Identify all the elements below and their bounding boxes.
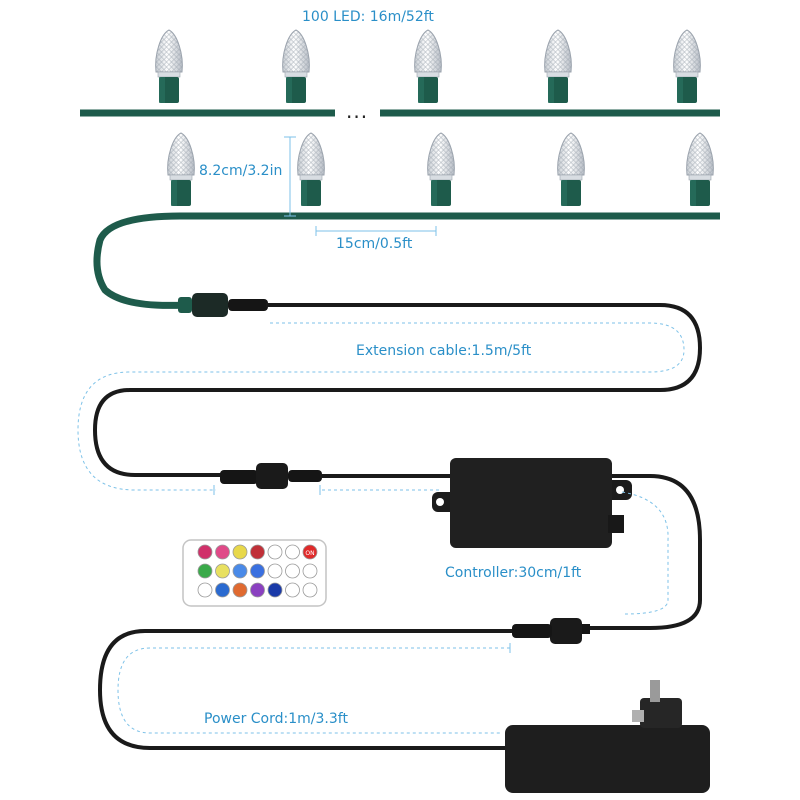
remote-button xyxy=(285,544,300,560)
connector-3 xyxy=(512,618,590,644)
led-bulb xyxy=(167,132,195,207)
remote-button xyxy=(285,582,300,598)
remote-button xyxy=(285,563,300,579)
remote-power-text: ON xyxy=(305,550,314,557)
led-bulb xyxy=(673,29,701,104)
remote-button xyxy=(250,563,265,579)
power-cord xyxy=(98,629,512,750)
remote-button xyxy=(302,582,318,598)
remote-button xyxy=(215,544,230,560)
bulb-spacing-label: 15cm/0.5ft xyxy=(336,236,413,252)
power-cord-guide xyxy=(117,647,510,734)
remote-button xyxy=(232,582,248,598)
remote-button xyxy=(267,582,283,598)
remote-button xyxy=(250,582,265,598)
bulb-spacing-dimension xyxy=(315,226,437,236)
connector-2 xyxy=(220,463,322,489)
led-string-row-1 xyxy=(80,29,720,117)
extension-cable-guide xyxy=(77,322,685,491)
remote-button xyxy=(267,544,283,560)
remote-button xyxy=(302,544,318,560)
remote-button-grid: ON xyxy=(197,544,318,598)
power-cord-label: Power Cord:1m/3.3ft xyxy=(204,711,348,727)
led-bulb xyxy=(427,132,455,207)
led-bulb xyxy=(282,29,310,104)
wire-break-ellipsis: ... xyxy=(346,99,369,123)
led-string-row-2 xyxy=(93,132,720,309)
led-bulb xyxy=(297,132,325,207)
remote-control: ON xyxy=(182,539,327,607)
extension-cable-label: Extension cable:1.5m/5ft xyxy=(356,343,532,359)
remote-button xyxy=(215,563,230,579)
remote-button xyxy=(197,544,213,560)
led-bulb xyxy=(557,132,585,207)
remote-button xyxy=(232,563,248,579)
remote-button xyxy=(215,582,230,598)
led-bulb xyxy=(155,29,183,104)
remote-button xyxy=(250,544,265,560)
led-count-label: 100 LED: 16m/52ft xyxy=(302,9,434,25)
controller-cable-guide xyxy=(621,491,669,615)
controller-box xyxy=(432,458,632,548)
remote-button xyxy=(302,563,318,579)
led-bulb xyxy=(544,29,572,104)
controller-label: Controller:30cm/1ft xyxy=(445,565,582,581)
remote-button xyxy=(232,544,248,560)
controller-cable xyxy=(582,474,702,630)
green-wire-row-2 xyxy=(93,212,720,309)
remote-button xyxy=(197,582,213,598)
power-adapter xyxy=(505,680,710,793)
led-bulb xyxy=(686,132,714,207)
bulb-height-dimension xyxy=(284,136,296,217)
remote-button xyxy=(197,563,213,579)
extension-cable xyxy=(93,303,702,477)
connector-1 xyxy=(178,293,268,317)
remote-button xyxy=(267,563,283,579)
led-bulb xyxy=(414,29,442,104)
bulb-height-label: 8.2cm/3.2in xyxy=(199,163,283,179)
